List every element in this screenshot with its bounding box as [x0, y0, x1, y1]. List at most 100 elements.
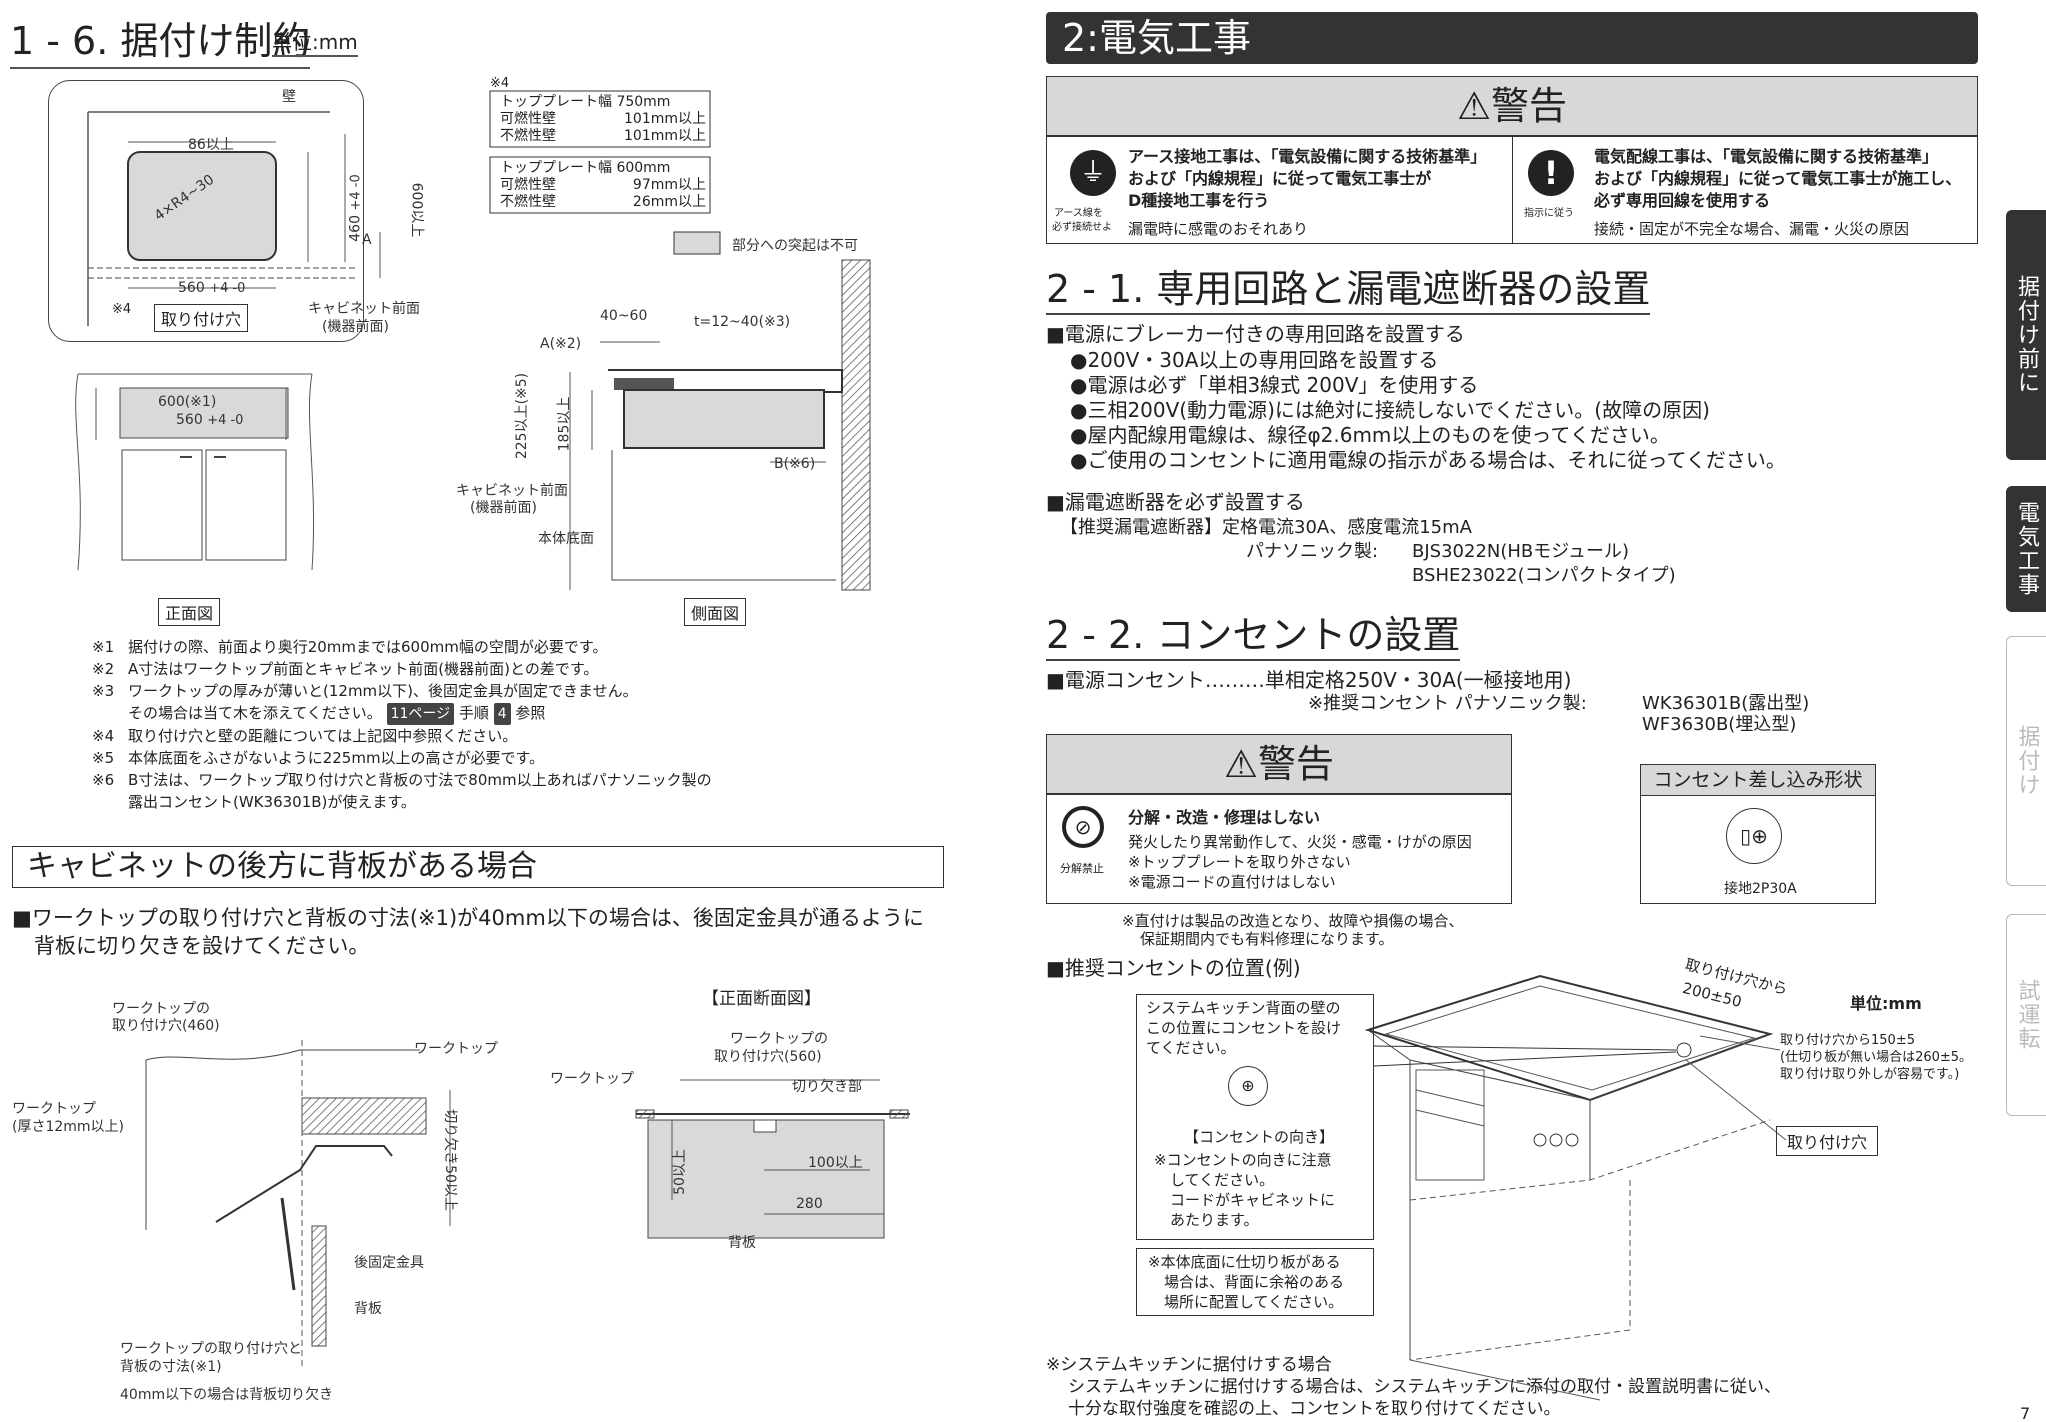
fig1-thick2: (厚さ12mm以上)	[12, 1119, 125, 1135]
cabinet-front-label: キャビネット前面	[308, 301, 420, 317]
side-dim-4060: 40~60	[600, 308, 648, 324]
warning2-body	[1046, 794, 1512, 904]
warning1-a-consequence: 漏電時に感電のおそれあり	[1128, 220, 1309, 238]
warning1-b-consequence: 接続・固定が不完全な場合、漏電・火災の原因	[1594, 220, 1910, 238]
outlet-model1: WK36301B(露出型)	[1642, 693, 1810, 714]
circuit-heading: ■電源にブレーカー付きの専用回路を設置する	[1046, 322, 1465, 346]
section-2-2-title: 2 - 2. コンセントの設置	[1046, 604, 1461, 661]
mount-hole-callout: 取り付け穴	[1776, 1126, 1879, 1156]
ground-icon-caption2: 必ず接続せよ	[1052, 222, 1112, 233]
warning2-details: 発火したり異常動作して、火災・感電・けがの原因※トッププレートを取り外さない※電…	[1128, 833, 1472, 891]
partition-note-box	[1136, 1248, 1374, 1316]
breaker-rec: 【推奨漏電遮断器】定格電流30A、感度電流15mA	[1060, 517, 1472, 538]
position-info-text: システムキッチン背面の壁のこの位置にコンセントを設けてください。	[1146, 999, 1342, 1057]
warning1-a-text: アース接地工事は、「電気設備に関する技術基準」および「内線規程」に従って電気工事…	[1128, 147, 1487, 210]
instruction-icon-caption: 指示に従う	[1524, 208, 1574, 219]
side-thickness: t=12~40(※3)	[694, 314, 791, 330]
tab-electrical[interactable]: 電気工事	[2006, 486, 2046, 612]
fig2-hole2: 取り付け穴(560)	[714, 1049, 822, 1065]
backboard-para1: ■ワークトップの取り付け穴と背板の寸法(※1)が40mm以下の場合は、後固定金具…	[12, 906, 924, 930]
warning-triangle-icon: ⚠	[1223, 742, 1259, 786]
mount-hole-label: 取り付け穴	[154, 304, 249, 332]
plug-shape-title: コンセント差し込み形状	[1640, 764, 1876, 796]
side-dim-225: 225以上(※5)	[514, 372, 531, 460]
breaker-heading: ■漏電遮断器を必ず設置する	[1046, 490, 1305, 514]
system-kitchen-line2: 十分な取付強度を確認の上、コンセントを取り付けてください。	[1068, 1399, 1561, 1419]
partition-note-text: ※本体底面に仕切り板がある場合は、背面に余裕のある場所に配置してください。	[1148, 1253, 1345, 1311]
fig2-back: 背板	[728, 1235, 756, 1251]
fig1-notch: 切り欠き50以上	[441, 1109, 458, 1211]
system-kitchen-heading: ※システムキッチンに据付けする場合	[1046, 1355, 1332, 1375]
fig2-title: 【正面断面図】	[702, 989, 821, 1009]
backboard-heading: キャビネットの後方に背板がある場合	[12, 846, 944, 888]
position-info-box	[1136, 994, 1374, 1240]
tab-before-install[interactable]: 据付け前に	[2006, 210, 2046, 460]
warning-triangle-icon: ⚠	[1456, 84, 1492, 128]
side-dim-a: A(※2)	[540, 336, 582, 352]
dim-600: 600以上	[408, 182, 425, 238]
cabinet-front-sub: (機器前面)	[322, 319, 389, 335]
side-cabinet-front-sub: (機器前面)	[470, 500, 537, 516]
tab-install[interactable]: 据付け	[2006, 636, 2046, 886]
outlet-direction-title: 【コンセントの向き】	[1184, 1128, 1335, 1146]
system-kitchen-line1: システムキッチンに据付けする場合は、システムキッチンに添付の取付・設置説明書に従…	[1068, 1377, 1781, 1397]
dim-right-notes: 取り付け穴から150±5(仕切り板が無い場合は260±5。取り付け取り外しが容易…	[1780, 1033, 1973, 1082]
front-view-caption: 正面図	[158, 598, 221, 626]
outlet-rec: ※推奨コンセント パナソニック製:	[1308, 693, 1587, 714]
fig1-back: 背板	[354, 1301, 382, 1317]
side-view-caption: 側面図	[684, 598, 747, 626]
side-dim-185: 185以上	[556, 396, 573, 452]
ground-icon: ⏚	[1070, 150, 1116, 196]
fig2-worktop: ワークトップ	[550, 1071, 634, 1087]
outlet-2p-icon: ▯⊕	[1726, 808, 1782, 864]
legend-text: 部分への突起は不可	[732, 238, 858, 254]
page-number: 7	[2020, 1404, 2031, 1422]
circuit-bullets: ●200V・30A以上の専用回路を設置する●電源は必ず「単相3線式 200V」を…	[1070, 348, 1786, 472]
outlet-spec: ■電源コンセント………単相定格250V・30A(一極接地用)	[1046, 668, 1572, 692]
note4-mark: ※4	[112, 302, 132, 317]
outlet-direction-icon: ⊕	[1228, 1066, 1268, 1106]
outlet-direction-notes: ※コンセントの向きに注意してください。コードがキャビネットにあたります。	[1154, 1151, 1336, 1229]
fig1-hole-b: 取り付け穴(460)	[112, 1018, 220, 1034]
side-cabinet-front: キャビネット前面	[456, 483, 568, 499]
no-disassembly-icon: ⊘	[1062, 806, 1104, 848]
fig1-dim3: 40mm以下の場合は背板切り欠き	[120, 1387, 334, 1403]
breaker-maker: パナソニック製:	[1246, 541, 1379, 562]
wall-label: 壁	[282, 89, 296, 105]
front-dim-560: 560 +4 -0	[176, 412, 244, 428]
ground-icon-caption1: アース線を	[1054, 208, 1103, 219]
dim-86: 86以上	[188, 137, 234, 153]
plug-shape-box	[1640, 796, 1876, 904]
direct-note2: 保証期間内でも有料修理になります。	[1140, 930, 1394, 948]
unit-label-right: 単位:mm	[1850, 994, 1922, 1013]
page-title-left: 1 - 6. 据付け制約	[10, 10, 311, 69]
front-dim-600: 600(※1)	[158, 394, 217, 410]
section-2-1-title: 2 - 1. 専用回路と漏電遮断器の設置	[1046, 258, 1651, 315]
warning2-main: 分解・改造・修理はしない	[1128, 808, 1321, 827]
plug-shape-caption: 接地2P30A	[1724, 881, 1797, 897]
fig1-bracket: 後固定金具	[354, 1255, 424, 1271]
fig1-worktop: ワークトップ	[414, 1041, 498, 1057]
tab-test-run[interactable]: 試運転	[2006, 914, 2046, 1116]
plan-diagram-frame	[48, 80, 364, 342]
breaker-model1: BJS3022N(HBモジュール)	[1412, 541, 1630, 562]
warning1-b-text: 電気配線工事は、「電気設備に関する技術基準」および「内線規程」に従って電気工事士…	[1594, 147, 1962, 210]
side-bottom-label: 本体底面	[538, 531, 594, 547]
fig2-d100: 100以上	[808, 1155, 863, 1171]
fig2-d280: 280	[796, 1196, 823, 1212]
section-bar: 2:電気工事	[1046, 12, 1978, 64]
warning1-header: ⚠警告	[1046, 76, 1978, 136]
side-dim-b: B(※6)	[774, 456, 816, 472]
fig1-thick1: ワークトップ	[12, 1101, 96, 1117]
instruction-icon: !	[1528, 150, 1574, 196]
direct-note1: ※直付けは製品の改造となり、故障や損傷の場合、	[1122, 912, 1464, 930]
warning2-header: ⚠警告	[1046, 734, 1512, 794]
dim-a: A	[362, 232, 372, 248]
dim-560: 560 +4 -0	[178, 280, 246, 296]
breaker-model2: BSHE23022(コンパクトタイプ)	[1412, 565, 1676, 586]
spec-mark: ※4	[490, 76, 510, 91]
no-disassembly-caption: 分解禁止	[1060, 862, 1104, 875]
